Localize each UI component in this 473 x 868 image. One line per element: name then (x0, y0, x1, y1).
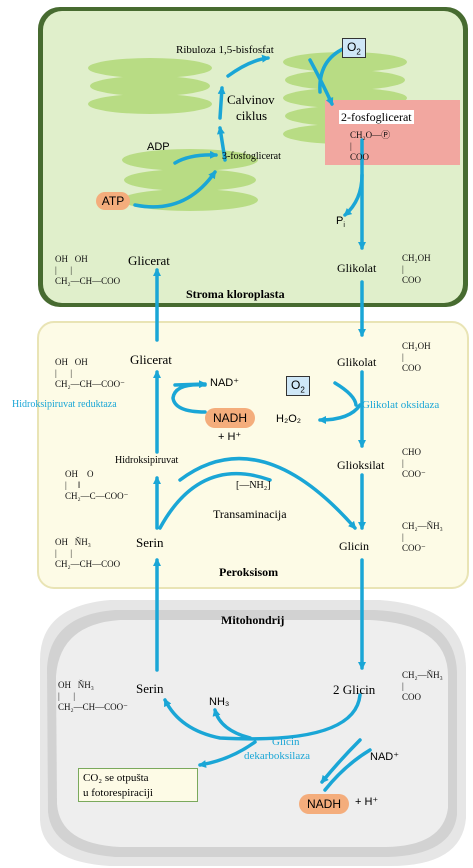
glycerate-formula-stroma: OH OH | | CH₂—CH—COO (55, 254, 121, 286)
h-plus-peroxisome: + H⁺ (218, 431, 242, 443)
glyoxylate-formula: CHO | COO⁻ (402, 447, 426, 479)
glycine-coefficient: 2 (333, 682, 340, 697)
o2-sub-peroxisome: 2 (300, 385, 305, 395)
co2-line-1: CO₂ se otpušta (83, 772, 149, 784)
serine-formula-peroxisome: OH ŇH₃ | | CH₂—CH—COO (55, 537, 121, 569)
glycine-text-mito: Glicin (342, 682, 376, 697)
hydroxypyruvate-label: Hidroksipiruvat (115, 455, 179, 466)
serine-formula-mito: OH ŇH₃ | | CH₂—CH—COO⁻ (58, 680, 128, 712)
phosphoglycolate-label: 2-fosfoglicerat (339, 110, 414, 124)
mitochondrion-shape (40, 600, 466, 866)
h-plus-mito: + H⁺ (355, 796, 379, 808)
pga-label: 3-fosfoglicerat (222, 151, 281, 162)
serine-label-mito: Serin (136, 681, 164, 696)
glycine-label-mito: 2 Glicin (333, 683, 375, 696)
glycerate-label-stroma: Glicerat (128, 253, 170, 268)
pi-label: Pi (336, 215, 345, 230)
glycine-decarboxylase-label-2: dekarboksilaza (244, 750, 310, 762)
glycine-label-peroxisome: Glicin (339, 539, 369, 553)
glycerate-formula-peroxisome: OH OH | | CH₂—CH—COO⁻ (55, 357, 125, 389)
mitochondrion-title: Mitohondrij (221, 613, 285, 627)
calvin-label-1: Calvinov (227, 92, 275, 107)
calvin-label-2: ciklus (236, 108, 268, 123)
co2-release-box: CO₂ se otpušta u fotorespiraciji (78, 768, 198, 802)
pi-sub: i (343, 222, 345, 230)
nad-label-mito: NAD⁺ (370, 751, 400, 763)
o2-sub: 2 (356, 47, 361, 57)
h2o2-label: H₂O₂ (276, 413, 302, 425)
pi-text: P (336, 215, 344, 227)
glycolate-oxidase-label: Glikolat oksidaza (362, 399, 440, 411)
glycolate-formula-peroxisome: CH₂OH | COO (402, 341, 431, 373)
o2-box-peroxisome: O2 (286, 376, 310, 397)
nadh-pill-peroxisome: NADH (205, 408, 255, 428)
o2-box-stroma: O2 (342, 38, 366, 59)
nad-label-peroxisome: NAD⁺ (210, 377, 240, 389)
glyoxylate-label: Glioksilat (337, 458, 385, 472)
amino-group-label: [—NH₂] (236, 480, 271, 491)
peroxisome-title: Peroksisom (219, 565, 279, 579)
glycolate-label-peroxisome: Glikolat (337, 355, 377, 369)
nh3-label: NH₃ (209, 696, 230, 708)
adp-label: ADP (147, 141, 170, 153)
phosphoglycolate-formula: CH₂O—Ⓟ | COO (350, 130, 391, 162)
nadh-pill-mito: NADH (299, 794, 349, 814)
glycolate-formula-stroma: CH₂OH | COO (402, 253, 431, 285)
o2-label: O (347, 40, 357, 54)
hydroxypyruvate-reductase-label: Hidroksipiruvat reduktaza (12, 399, 117, 410)
stroma-title: Stroma kloroplasta (186, 287, 285, 301)
co2-line-2: u fotorespiraciji (83, 787, 153, 799)
glycine-formula-peroxisome: CH₂—ŇH₃ | COO⁻ (402, 521, 443, 553)
hydroxypyruvate-formula: OH O | ‖ CH₂—C—COO⁻ (65, 469, 129, 501)
glycine-formula-mito: CH₂—ŇH₃ | COO (402, 670, 443, 702)
serine-label-peroxisome: Serin (136, 535, 164, 550)
pathway-arrows (133, 46, 372, 792)
o2-label-peroxisome: O (291, 378, 301, 392)
glycolate-label-stroma: Glikolat (337, 261, 377, 275)
glycerate-label-peroxisome: Glicerat (130, 352, 172, 367)
transamination-label: Transaminacija (213, 507, 287, 521)
rubp-label: Ribuloza 1,5-bisfosfat (176, 44, 274, 56)
atp-pill: ATP (96, 192, 130, 210)
glycine-decarboxylase-label-1: Glicin (272, 736, 300, 748)
